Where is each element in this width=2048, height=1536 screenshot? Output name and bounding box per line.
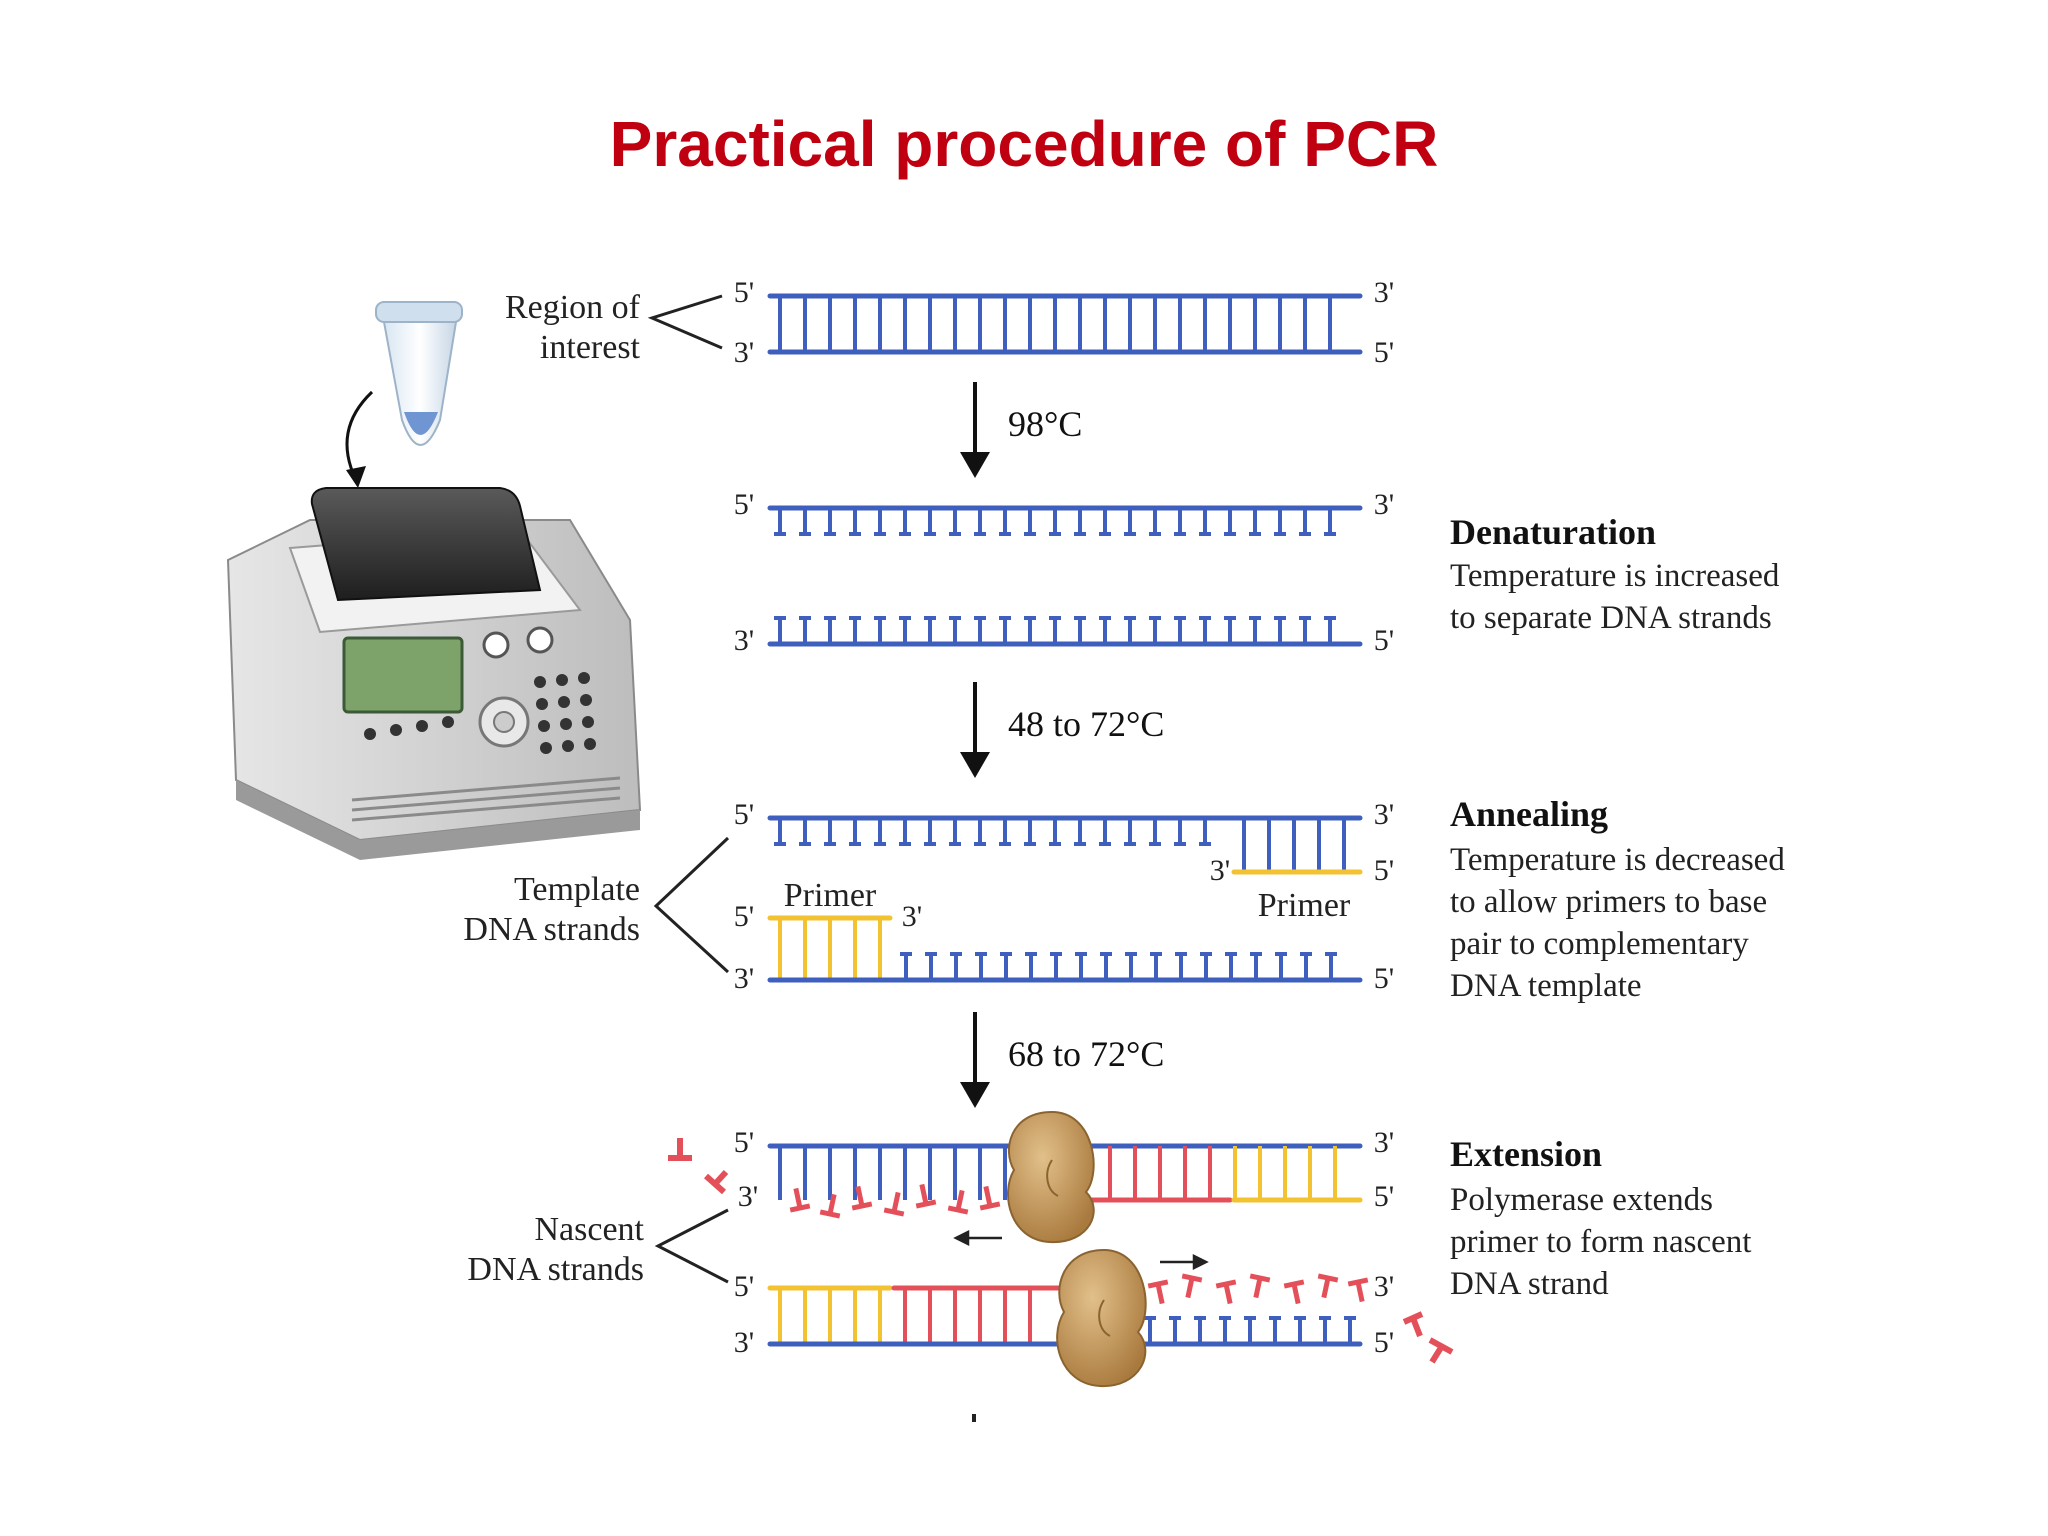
svg-text:Temperature is increased: Temperature is increased [1450, 558, 1780, 594]
page-title: Practical procedure of PCR [610, 108, 1439, 180]
svg-text:interest: interest [540, 329, 641, 366]
nucleotide-icon [1215, 1279, 1237, 1305]
nucleotide-icon [1283, 1279, 1305, 1305]
annealing-bottom-bases [900, 952, 1337, 980]
polymerase-enzyme-bottom [1056, 1248, 1147, 1388]
svg-text:Temperature is decreased: Temperature is decreased [1450, 842, 1785, 878]
nucleotide-icon [915, 1183, 937, 1209]
end-label-3: 3' [1374, 276, 1394, 309]
end-label-3: 3' [738, 1180, 758, 1213]
step-denaturation: Denaturation Temperature is increased to… [1450, 512, 1780, 636]
nucleotide-icon [851, 1185, 873, 1211]
nucleotide-icon [947, 1189, 969, 1215]
svg-text:DNA strand: DNA strand [1450, 1266, 1609, 1302]
end-label-5: 5' [1374, 854, 1394, 887]
polymerase-enzyme-top [1007, 1110, 1095, 1244]
svg-text:Region of: Region of [505, 289, 641, 326]
label-nascent-dna-strands: Nascent DNA strands [467, 1208, 729, 1288]
screen-icon [342, 636, 464, 714]
nucleotide-icon [668, 1138, 692, 1161]
svg-text:primer to form nascent: primer to form nascent [1450, 1224, 1751, 1260]
denatured-top-bases [774, 508, 1336, 536]
nucleotide-icon [1428, 1337, 1454, 1364]
svg-text:to allow primers to base: to allow primers to base [1450, 884, 1767, 920]
svg-text:DNA template: DNA template [1450, 968, 1642, 1004]
label-template-dna-strands: Template DNA strands [463, 836, 730, 974]
nucleotide-icon [704, 1169, 729, 1195]
label-region-of-interest: Region of interest [505, 289, 723, 366]
end-label-5: 5' [1374, 624, 1394, 657]
temperature-denaturation: 98°C [1008, 404, 1082, 444]
end-label-5: 5' [1374, 1326, 1394, 1359]
svg-text:Template: Template [514, 871, 640, 908]
end-label-5: 5' [734, 1126, 754, 1159]
annealing-top-primer-pairing [1242, 818, 1346, 872]
end-label-3: 3' [902, 900, 922, 933]
end-label-5: 5' [734, 488, 754, 521]
end-label-3: 3' [1374, 1270, 1394, 1303]
end-label-5: 5' [1374, 962, 1394, 995]
extension-top-rungs-right [1108, 1146, 1337, 1200]
svg-text:DNA strands: DNA strands [467, 1251, 644, 1288]
end-label-5: 5' [734, 798, 754, 831]
end-label-3: 3' [734, 962, 754, 995]
temperature-extension: 68 to 72°C [1008, 1034, 1164, 1074]
nucleotide-icon [1317, 1273, 1339, 1299]
extension-bottom-bases [1144, 1316, 1356, 1344]
extension-direction-arrows [953, 1229, 1209, 1271]
keypad-icon [364, 672, 596, 754]
end-label-3: 3' [734, 1326, 754, 1359]
insert-arrow [345, 390, 374, 481]
end-label-3: 3' [1374, 798, 1394, 831]
end-label-3: 3' [734, 336, 754, 369]
end-label-5: 5' [1374, 336, 1394, 369]
step-arrow-3 [960, 1012, 990, 1108]
svg-text:to separate DNA strands: to separate DNA strands [1450, 600, 1772, 636]
svg-text:Polymerase extends: Polymerase extends [1450, 1182, 1713, 1218]
nucleotide-icon [789, 1187, 811, 1213]
step-extension: Extension Polymerase extends primer to f… [1450, 1134, 1751, 1302]
end-label-5: 5' [734, 276, 754, 309]
end-label-3: 3' [734, 624, 754, 657]
nucleotide-icon [1347, 1277, 1369, 1303]
svg-text:DNA strands: DNA strands [463, 911, 640, 948]
end-label-5: 5' [1374, 1180, 1394, 1213]
denatured-bottom-bases [774, 616, 1336, 644]
end-label-5: 5' [734, 1270, 754, 1303]
primer-label-left: Primer [784, 877, 877, 914]
step-arrow-1 [960, 382, 990, 478]
nucleotide-icon [1181, 1273, 1203, 1299]
annealing-top-bases [774, 818, 1211, 846]
step-arrow-2 [960, 682, 990, 778]
nucleotide-icon [979, 1185, 1001, 1211]
svg-text:pair to complementary: pair to complementary [1450, 926, 1749, 962]
end-label-3: 3' [1374, 1126, 1394, 1159]
svg-text:Denaturation: Denaturation [1450, 512, 1656, 552]
annealing-bottom-primer-pairing [778, 918, 882, 980]
nucleotide-icon [1147, 1279, 1169, 1305]
divider-dot [972, 1414, 976, 1422]
end-label-3: 3' [1374, 488, 1394, 521]
svg-text:Extension: Extension [1450, 1134, 1602, 1174]
nucleotide-icon [819, 1193, 841, 1219]
thermocycler-illustration [226, 301, 642, 860]
nucleotide-icon [1402, 1311, 1424, 1338]
temperature-annealing: 48 to 72°C [1008, 704, 1164, 744]
svg-text:Nascent: Nascent [534, 1211, 644, 1248]
extension-top-rungs-left [778, 1146, 1032, 1200]
end-label-5: 5' [734, 900, 754, 933]
nucleotide-icon [883, 1191, 905, 1217]
extension-bottom-rungs-left [778, 1288, 1032, 1344]
primer-label-right: Primer [1258, 887, 1351, 924]
step-annealing: Annealing Temperature is decreased to al… [1450, 794, 1785, 1004]
dna-strands-layer: 5' 3' 3' 5' 5' 3' 3' 5' 5' 3' 3' 5' 5' 3' 3' 5' 5' 3' 3' 5'… [668, 276, 1454, 1364]
svg-text:Annealing: Annealing [1450, 794, 1608, 834]
nucleotide-icon [1249, 1273, 1271, 1299]
ds-rungs [778, 296, 1332, 352]
pcr-tube-icon [375, 301, 463, 446]
end-label-3: 3' [1210, 854, 1230, 887]
